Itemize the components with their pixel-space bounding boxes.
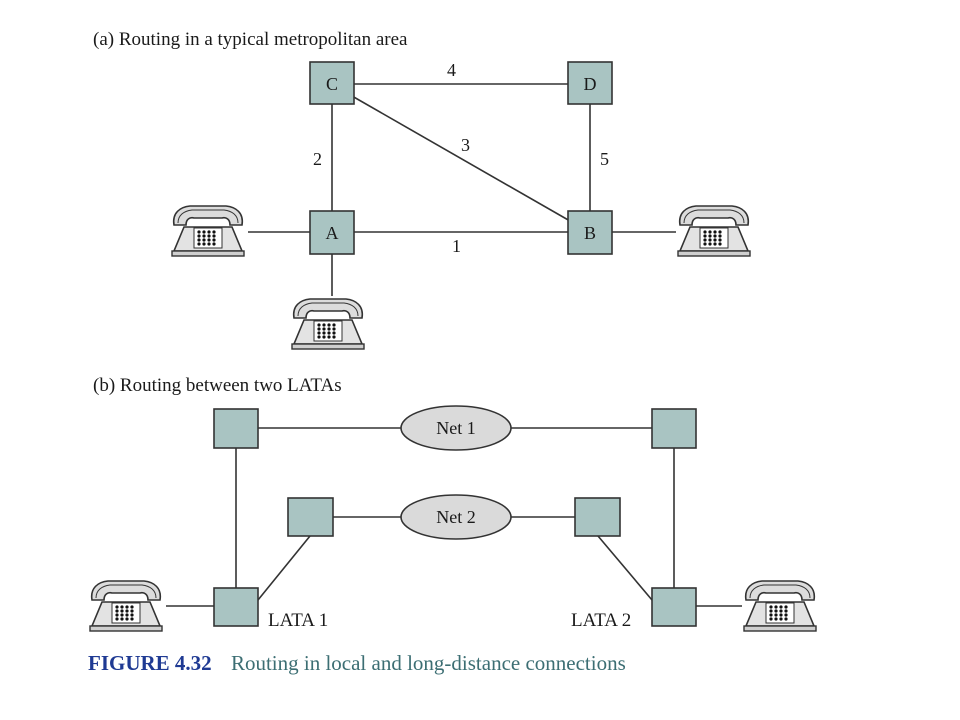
node-a: A xyxy=(309,210,355,255)
figure-caption-text: Routing in local and long-distance conne… xyxy=(231,651,626,675)
switch-top-right xyxy=(651,408,697,449)
weight-c-d: 4 xyxy=(447,60,456,80)
node-c-label: C xyxy=(326,74,338,94)
node-b-label: B xyxy=(584,223,596,243)
switch-lata2 xyxy=(651,587,697,627)
network-net1: Net 1 xyxy=(400,405,512,451)
node-d: D xyxy=(567,61,613,105)
figure-number: FIGURE 4.32 xyxy=(88,651,212,675)
switch-lata1 xyxy=(213,587,259,627)
telephone-icon xyxy=(677,205,751,257)
weight-a-c: 2 xyxy=(313,149,322,169)
telephone-icon xyxy=(291,298,365,350)
figure-caption: FIGURE 4.32 Routing in local and long-di… xyxy=(88,651,626,675)
node-c: C xyxy=(309,61,355,105)
switch-inner-right xyxy=(574,497,621,537)
node-a-label: A xyxy=(326,223,339,243)
weight-a-b: 1 xyxy=(452,236,461,256)
switch-inner-left xyxy=(287,497,334,537)
weight-c-b: 3 xyxy=(461,135,470,155)
network-net1-label: Net 1 xyxy=(436,418,476,438)
switch-top-left xyxy=(213,408,259,449)
part-a-title: (a) Routing in a typical metropolitan ar… xyxy=(93,29,408,50)
lata2-label: LATA 2 xyxy=(571,610,631,631)
link-c-b xyxy=(351,95,571,222)
link-b-innerleft-lata1 xyxy=(257,535,311,601)
telephone-icon xyxy=(743,580,817,632)
part-b-title: (b) Routing between two LATAs xyxy=(93,375,342,396)
node-b: B xyxy=(567,210,613,255)
lata1-label: LATA 1 xyxy=(268,610,328,631)
telephone-icon xyxy=(89,580,163,632)
telephone-icon xyxy=(171,205,245,257)
weight-d-b: 5 xyxy=(600,149,609,169)
link-b-innerright-lata2 xyxy=(597,535,653,601)
node-d-label: D xyxy=(584,74,597,94)
network-net2-label: Net 2 xyxy=(436,507,476,527)
network-net2: Net 2 xyxy=(400,494,512,540)
